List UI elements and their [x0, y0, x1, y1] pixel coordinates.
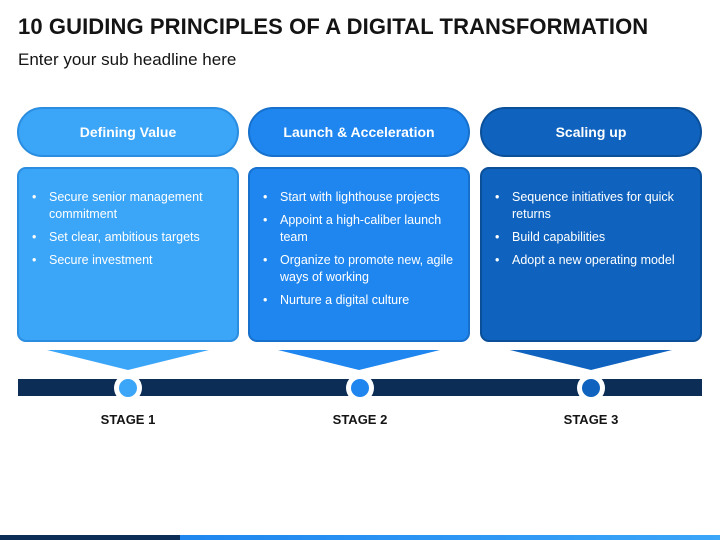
stage-2-content-box: Start with lighthouse projects Appoint a… — [248, 167, 470, 342]
stage-3-bullet-list: Sequence initiatives for quick returns B… — [494, 189, 686, 269]
stage-2-bullet-list: Start with lighthouse projects Appoint a… — [262, 189, 454, 309]
stage-3-marker — [577, 374, 605, 402]
stage-3-pointer — [510, 350, 672, 370]
bullet-item: Set clear, ambitious targets — [32, 229, 223, 246]
bullet-item: Build capabilities — [495, 229, 686, 246]
stage-3-heading: Scaling up — [555, 124, 627, 140]
stage-1-content-box: Secure senior management commitment Set … — [17, 167, 239, 342]
bullet-item: Nurture a digital culture — [263, 292, 454, 309]
stage-3-content-box: Sequence initiatives for quick returns B… — [480, 167, 702, 342]
bullet-item: Secure investment — [32, 252, 223, 269]
bullet-item: Organize to promote new, agile ways of w… — [263, 252, 454, 286]
stage-2-heading: Launch & Acceleration — [283, 124, 435, 140]
stage-1-heading: Defining Value — [79, 124, 177, 140]
stage-1-heading-pill: Defining Value — [17, 107, 239, 157]
page-title: 10 GUIDING PRINCIPLES OF A DIGITAL TRANS… — [18, 14, 649, 39]
stage-3-label: STAGE 3 — [563, 412, 619, 427]
footer-accent-bar — [0, 535, 720, 540]
bullet-item: Appoint a high-caliber launch team — [263, 212, 454, 246]
bullet-item: Start with lighthouse projects — [263, 189, 454, 206]
stage-2-heading-pill: Launch & Acceleration — [248, 107, 470, 157]
stage-2-marker — [346, 374, 374, 402]
stage-2-dot — [351, 379, 369, 397]
stage-1-pointer — [47, 350, 209, 370]
stage-2-pointer — [278, 350, 440, 370]
stage-1-bullet-list: Secure senior management commitment Set … — [31, 189, 223, 269]
stage-1-label: STAGE 1 — [100, 412, 156, 427]
stage-3-heading-pill: Scaling up — [480, 107, 702, 157]
bullet-item: Sequence initiatives for quick returns — [495, 189, 686, 223]
bullet-item: Secure senior management commitment — [32, 189, 223, 223]
stage-1-marker — [114, 374, 142, 402]
page-subtitle: Enter your sub headline here — [18, 50, 237, 69]
stage-3-dot — [582, 379, 600, 397]
stage-2-label: STAGE 2 — [332, 412, 388, 427]
bullet-item: Adopt a new operating model — [495, 252, 686, 269]
stage-1-dot — [119, 379, 137, 397]
